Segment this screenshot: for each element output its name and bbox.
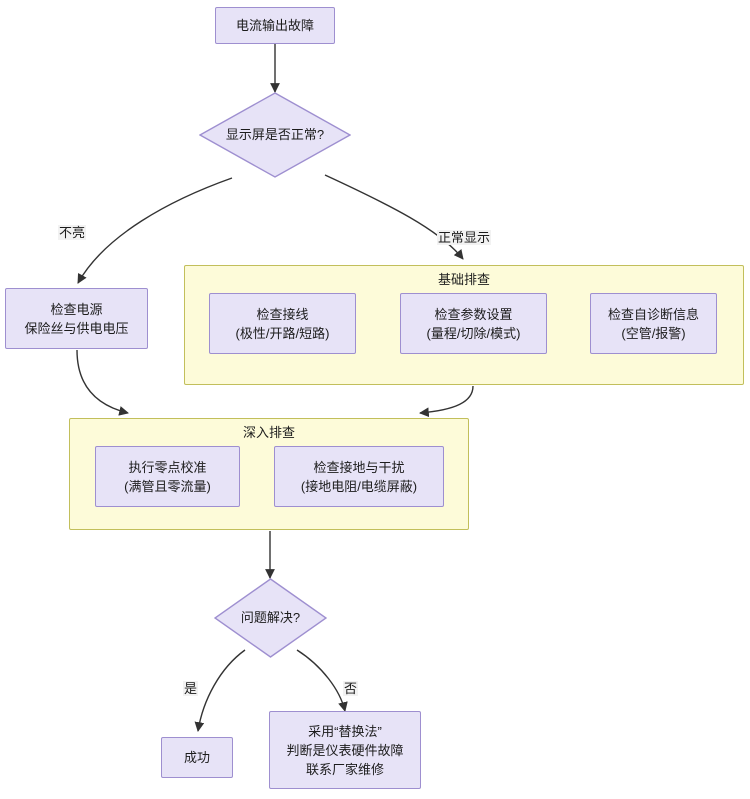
node-check-params[interactable]: 检查参数设置 (量程/切除/模式): [400, 293, 547, 354]
node-replace-method-line-2: 判断是仪表硬件故障: [286, 742, 404, 758]
node-check-selfdiag-line-2: (空管/报警): [621, 325, 686, 341]
node-check-wiring[interactable]: 检查接线 (极性/开路/短路): [209, 293, 356, 354]
node-success[interactable]: 成功: [161, 737, 233, 778]
edge-basic-to-deep: [419, 385, 474, 418]
node-check-power-line-1: 检查电源: [50, 301, 103, 317]
node-check-params-line-2: (量程/切除/模式): [426, 325, 521, 341]
node-check-power[interactable]: 检查电源 保险丝与供电电压: [5, 288, 148, 349]
node-fault-start[interactable]: 电流输出故障: [215, 7, 335, 44]
edge-label-no: 否: [343, 681, 359, 696]
node-check-grounding[interactable]: 检查接地与干扰 (接地电阻/电缆屏蔽): [274, 446, 444, 507]
node-check-params-line-1: 检查参数设置: [434, 306, 513, 322]
edge-power-to-deep: [76, 349, 129, 416]
node-check-selfdiag-line-1: 检查自诊断信息: [607, 306, 699, 322]
node-replace-method-line-3: 联系厂家维修: [305, 761, 384, 777]
decision-display-ok-shape: [199, 92, 351, 178]
decision-problem-solved-shape: [214, 578, 327, 658]
edge-label-not-lit: 不亮: [58, 225, 87, 240]
node-replace-method[interactable]: 采用“替换法” 判断是仪表硬件故障 联系厂家维修: [269, 711, 421, 789]
edge-label-normal-display: 正常显示: [437, 230, 492, 245]
node-check-grounding-line-2: (接地电阻/电缆屏蔽): [300, 478, 418, 494]
decision-display-ok-label: 显示屏是否正常?: [225, 127, 325, 142]
node-check-wiring-line-1: 检查接线: [256, 306, 309, 322]
decision-problem-solved-label: 问题解决?: [240, 610, 301, 625]
node-check-power-line-2: 保险丝与供电电压: [24, 320, 129, 336]
node-zero-calibration-line-1: 执行零点校准: [128, 459, 207, 475]
node-check-wiring-line-2: (极性/开路/短路): [235, 325, 330, 341]
edge-label-yes: 是: [183, 681, 199, 696]
cluster-deep-check-title: 深入排查: [242, 425, 295, 440]
node-check-grounding-line-1: 检查接地与干扰: [313, 459, 405, 475]
edge-solved-no-replace: [296, 649, 348, 712]
node-replace-method-line-1: 采用“替换法”: [308, 723, 382, 739]
node-zero-calibration[interactable]: 执行零点校准 (满管且零流量): [95, 446, 240, 507]
node-check-selfdiag[interactable]: 检查自诊断信息 (空管/报警): [590, 293, 717, 354]
decision-display-ok[interactable]: 显示屏是否正常?: [199, 92, 351, 178]
cluster-basic-check-title: 基础排查: [437, 272, 490, 287]
edge-display-to-basic: [324, 174, 464, 260]
node-fault-start-line-1: 电流输出故障: [235, 18, 314, 33]
node-zero-calibration-line-2: (满管且零流量): [124, 478, 211, 494]
edge-solved-yes-success: [194, 649, 246, 732]
decision-problem-solved[interactable]: 问题解决?: [214, 578, 327, 658]
node-success-line-1: 成功: [183, 750, 210, 765]
